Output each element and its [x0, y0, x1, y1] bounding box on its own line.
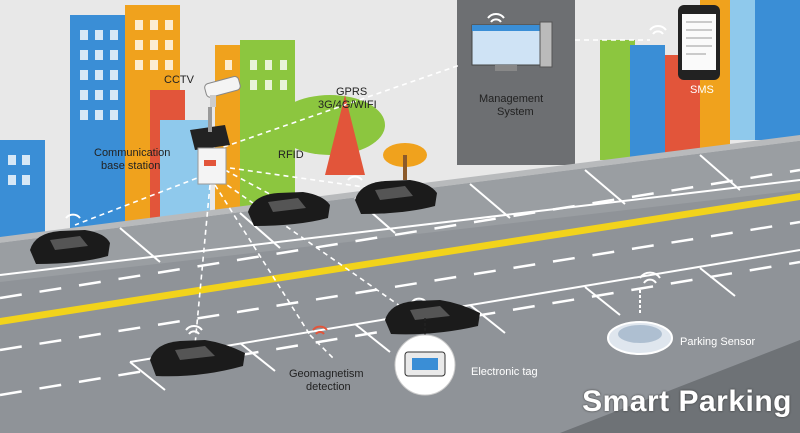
center-line [0, 193, 800, 325]
car-icon [30, 180, 480, 377]
parking-sensor-label: Parking Sensor [680, 336, 756, 348]
sms-label: SMS [690, 84, 714, 96]
geomagnetism-label-line2: detection [306, 381, 351, 393]
city-buildings-right [600, 0, 800, 160]
cctv-camera-icon [204, 75, 241, 107]
smartphone-icon [678, 5, 720, 80]
management-label-line2: System [497, 106, 534, 118]
signal-icon [312, 325, 328, 335]
gprs-label-line2: 3G/4G/WIFI [318, 99, 377, 111]
city-buildings-left [0, 5, 427, 250]
base-station-icon [190, 107, 230, 185]
electronic-tag-icon [394, 318, 456, 396]
geomagnetism-label-line1: Geomagnetism [289, 368, 364, 380]
page-title: Smart Parking [582, 385, 792, 418]
cctv-label: CCTV [164, 74, 194, 86]
gprs-label-line1: GPRS [336, 86, 368, 98]
electronic-tag-label: Electronic tag [471, 366, 538, 378]
communication-label-line2: base station [101, 160, 161, 172]
computer-icon [471, 21, 553, 71]
communication-label-line1: Communication [94, 147, 171, 159]
parking-slots-bottom [129, 249, 800, 391]
parking-sensor-icon [607, 290, 673, 355]
management-label-line1: Management [479, 93, 544, 105]
wifi-icon [65, 13, 667, 335]
rfid-label: RFID [278, 149, 304, 161]
